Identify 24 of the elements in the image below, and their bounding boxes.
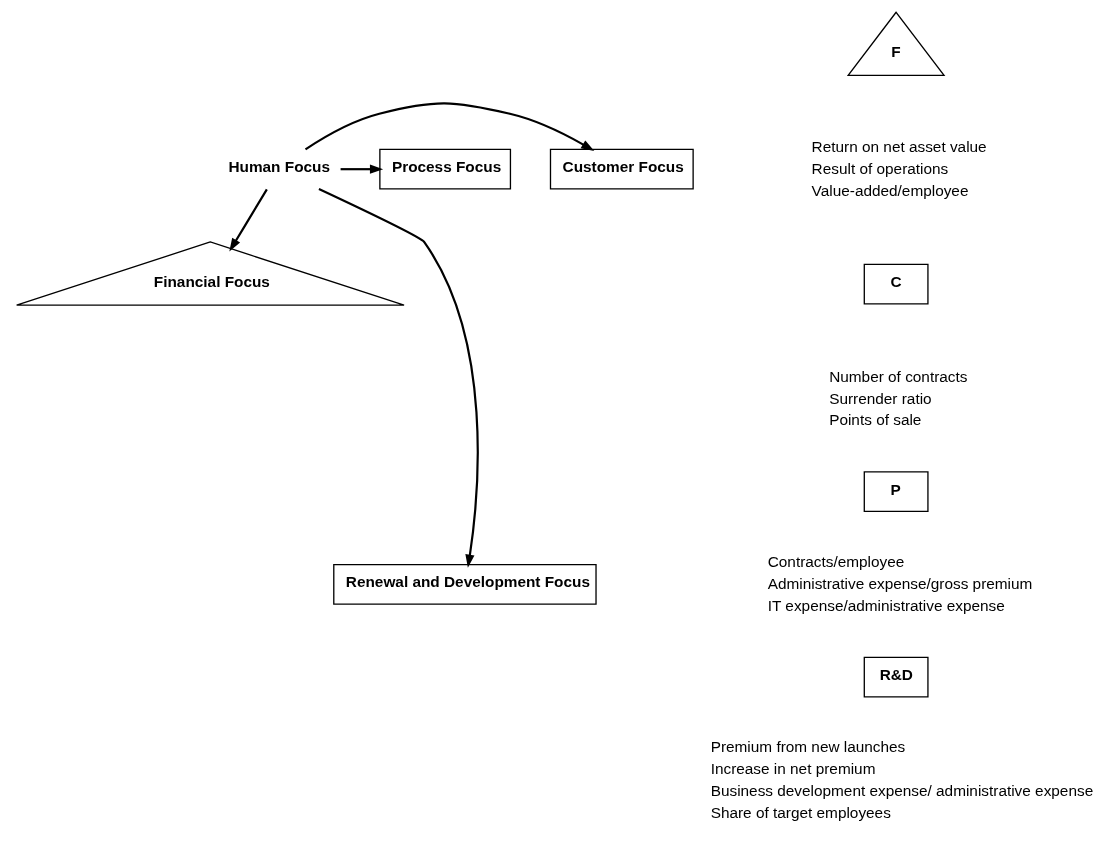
node-box: Customer Focus [549, 148, 694, 190]
arrow [340, 164, 383, 174]
node-label: Share of target employees [710, 804, 891, 822]
node-box: R&D [863, 656, 929, 698]
node-label: IT expense/administrative expense [767, 596, 1005, 614]
node-label: Administrative expense/gross premium [767, 574, 1032, 592]
node-label: Surrender ratio [828, 389, 932, 407]
node-label: Number of contracts [828, 367, 967, 385]
node-box: Renewal and Development Focus [332, 563, 597, 605]
node-label: Result of operations [811, 159, 948, 177]
node-label: Points of sale [828, 411, 921, 429]
arrow [228, 188, 268, 252]
arrow [317, 188, 479, 568]
node-text: Human Focus [227, 158, 330, 176]
node-label: Value-added/employee [811, 181, 968, 199]
node-label: Business development expense/ administrative expense [710, 782, 1093, 800]
arrow [304, 102, 594, 151]
node-box: C [863, 263, 929, 305]
node-label: Premium from new launches [710, 738, 905, 756]
node-label: Return on net asset value [811, 137, 987, 155]
node-box: Process Focus [378, 148, 511, 190]
node-box: P [863, 471, 929, 513]
node-label: Contracts/employee [767, 553, 904, 571]
node-label: Increase in net premium [710, 760, 875, 778]
